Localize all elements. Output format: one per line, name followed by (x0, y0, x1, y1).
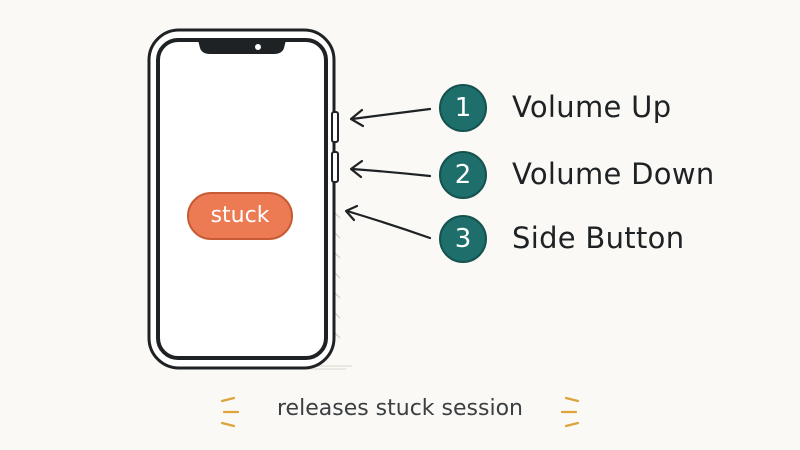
stuck-status-pill: stuck (187, 192, 293, 240)
arrow-left-icon (349, 107, 432, 128)
camera-icon (255, 44, 261, 50)
spark-right-icon (560, 396, 580, 428)
volume-down-button[interactable] (331, 151, 339, 183)
step-1-badge: 1 (439, 84, 487, 132)
spark-left-icon (220, 396, 240, 428)
phone-notch (198, 40, 286, 54)
step-2-badge: 2 (439, 151, 487, 199)
step-3-label: Side Button (512, 221, 685, 255)
caption: releases stuck session (277, 396, 523, 421)
arrow-left-icon (344, 204, 432, 240)
arrow-left-icon (349, 159, 432, 179)
step-3-badge: 3 (439, 215, 487, 263)
step-2-label: Volume Down (512, 157, 715, 191)
step-1-label: Volume Up (512, 90, 672, 124)
volume-up-button[interactable] (331, 111, 339, 143)
